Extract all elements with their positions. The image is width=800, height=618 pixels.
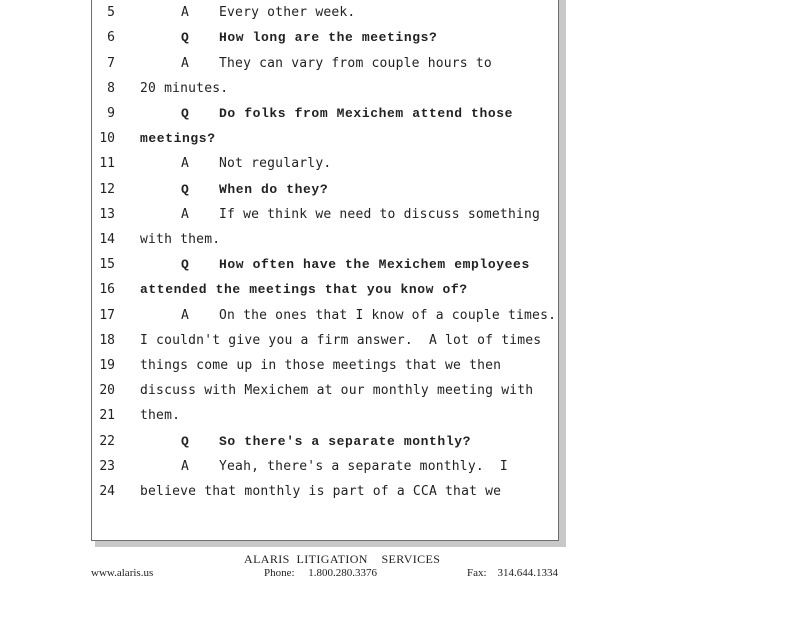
speaker-label: Q xyxy=(181,433,190,449)
footer-firm-name: ALARIS LITIGATION SERVICES xyxy=(244,552,441,566)
line-content: discuss with Mexichem at our monthly mee… xyxy=(140,383,533,398)
line-text: 20 minutes. xyxy=(140,80,229,96)
line-text: How long are the meetings? xyxy=(219,30,438,46)
footer-fax: Fax: 314.644.1334 xyxy=(467,567,559,579)
transcript-line: 11 A Not regularly. xyxy=(92,156,558,176)
transcript-line: 10 meetings? xyxy=(92,131,558,151)
speaker-label: Q xyxy=(181,257,190,273)
transcript-line: 8 20 minutes. xyxy=(92,81,558,101)
line-content: things come up in those meetings that we… xyxy=(140,358,501,373)
line-content: A If we think we need to discuss somethin… xyxy=(140,207,540,222)
line-number: 6 xyxy=(107,30,115,46)
line-text: with them. xyxy=(140,232,221,247)
line-text: attended the meetings that you know of? xyxy=(140,282,468,298)
line-text: Yeah, there's a separate monthly. I xyxy=(219,458,508,474)
footer-phone: Phone: 1.800.280.3376 xyxy=(264,567,378,579)
line-text: believe that monthly is part of a CCA th… xyxy=(140,484,502,499)
line-content: Q Do folks from Mexichem attend those xyxy=(140,106,513,121)
speaker-label: Q xyxy=(181,181,190,197)
speaker-label: A xyxy=(181,206,190,222)
transcript-line: 5 A Every other week. xyxy=(92,5,558,25)
line-content: with them. xyxy=(140,232,220,247)
line-content: A They can vary from couple hours to xyxy=(140,56,492,71)
line-text: On the ones that I know of a couple time… xyxy=(219,307,557,323)
line-content: attended the meetings that you know of? xyxy=(140,282,468,297)
line-number: 19 xyxy=(99,358,115,373)
line-content: Q How long are the meetings? xyxy=(140,30,437,45)
line-content: Q How often have the Mexichem employees xyxy=(140,257,530,272)
transcript-line: 19 things come up in those meetings that … xyxy=(92,358,558,378)
line-text: Do folks from Mexichem attend those xyxy=(219,106,514,121)
speaker-label: A xyxy=(181,156,190,172)
line-text: How often have the Mexichem employees xyxy=(219,257,530,273)
transcript-line: 13 A If we think we need to discuss someth… xyxy=(92,207,558,227)
transcript-line: 18 I couldn't give you a firm answer. A l… xyxy=(92,333,558,353)
transcript-line: 16 attended the meetings that you know of… xyxy=(92,282,558,302)
line-number: 21 xyxy=(99,408,115,424)
line-number: 17 xyxy=(99,307,115,323)
transcript-line: 6 Q How long are the meetings? xyxy=(92,30,558,50)
line-number: 13 xyxy=(99,206,115,222)
line-number: 15 xyxy=(99,257,115,273)
line-number: 5 xyxy=(107,5,115,21)
transcript-line: 15 Q How often have the Mexichem employees xyxy=(92,257,558,277)
line-text: I couldn't give you a firm answer. A lot… xyxy=(140,332,542,348)
line-number: 18 xyxy=(99,332,115,348)
speaker-label: A xyxy=(181,55,190,71)
line-number: 23 xyxy=(99,458,115,474)
line-content: Q So there's a separate monthly? xyxy=(140,434,471,449)
line-text: So there's a separate monthly? xyxy=(219,433,472,449)
line-content: Q When do they? xyxy=(140,182,328,197)
transcript-line: 22 Q So there's a separate monthly? xyxy=(92,434,558,454)
line-number: 14 xyxy=(99,232,115,247)
line-text: things come up in those meetings that we… xyxy=(140,358,502,373)
line-number: 9 xyxy=(107,106,115,121)
line-number: 8 xyxy=(107,80,115,96)
line-content: 20 minutes. xyxy=(140,81,228,96)
footer-website: www.alaris.us xyxy=(91,567,154,579)
speaker-label: Q xyxy=(181,106,190,121)
line-text: meetings? xyxy=(140,131,216,147)
transcript-line: 7 A They can vary from couple hours to xyxy=(92,56,558,76)
line-number: 22 xyxy=(99,433,115,449)
line-number: 12 xyxy=(99,181,115,197)
line-text: them. xyxy=(140,408,181,424)
line-text: When do they? xyxy=(219,181,329,197)
line-number: 10 xyxy=(99,131,115,147)
transcript-line: 21 them. xyxy=(92,408,558,428)
transcript-line: 20 discuss with Mexichem at our monthly m… xyxy=(92,383,558,403)
line-text: Not regularly. xyxy=(219,156,332,172)
line-text: Every other week. xyxy=(219,5,356,21)
transcript-line: 9 Q Do folks from Mexichem attend those xyxy=(92,106,558,126)
transcript-line: 23 A Yeah, there's a separate monthly. I xyxy=(92,459,558,479)
line-content: A Yeah, there's a separate monthly. I xyxy=(140,459,508,474)
transcript-line: 17 A On the ones that I know of a couple t… xyxy=(92,308,558,328)
transcript-line: 12 Q When do they? xyxy=(92,182,558,202)
line-content: them. xyxy=(140,408,180,423)
line-number: 11 xyxy=(99,156,115,172)
speaker-label: A xyxy=(181,5,190,21)
speaker-label: A xyxy=(181,458,190,474)
line-number: 16 xyxy=(99,282,115,298)
line-text: They can vary from couple hours to xyxy=(219,55,492,71)
line-number: 7 xyxy=(107,55,115,71)
line-number: 20 xyxy=(99,383,115,399)
line-content: A On the ones that I know of a couple tim… xyxy=(140,308,556,323)
line-content: A Every other week. xyxy=(140,5,355,20)
line-content: believe that monthly is part of a CCA th… xyxy=(140,484,501,499)
speaker-label: A xyxy=(181,307,190,323)
line-text: If we think we need to discuss something xyxy=(219,206,541,222)
line-content: meetings? xyxy=(140,131,216,146)
transcript-line: 24 believe that monthly is part of a CCA … xyxy=(92,484,558,504)
speaker-label: Q xyxy=(181,30,190,46)
line-content: I couldn't give you a firm answer. A lot… xyxy=(140,333,541,348)
line-content: A Not regularly. xyxy=(140,156,331,171)
transcript-line: 14 with them. xyxy=(92,232,558,252)
line-number: 24 xyxy=(99,484,115,499)
line-text: discuss with Mexichem at our monthly mee… xyxy=(140,383,534,399)
